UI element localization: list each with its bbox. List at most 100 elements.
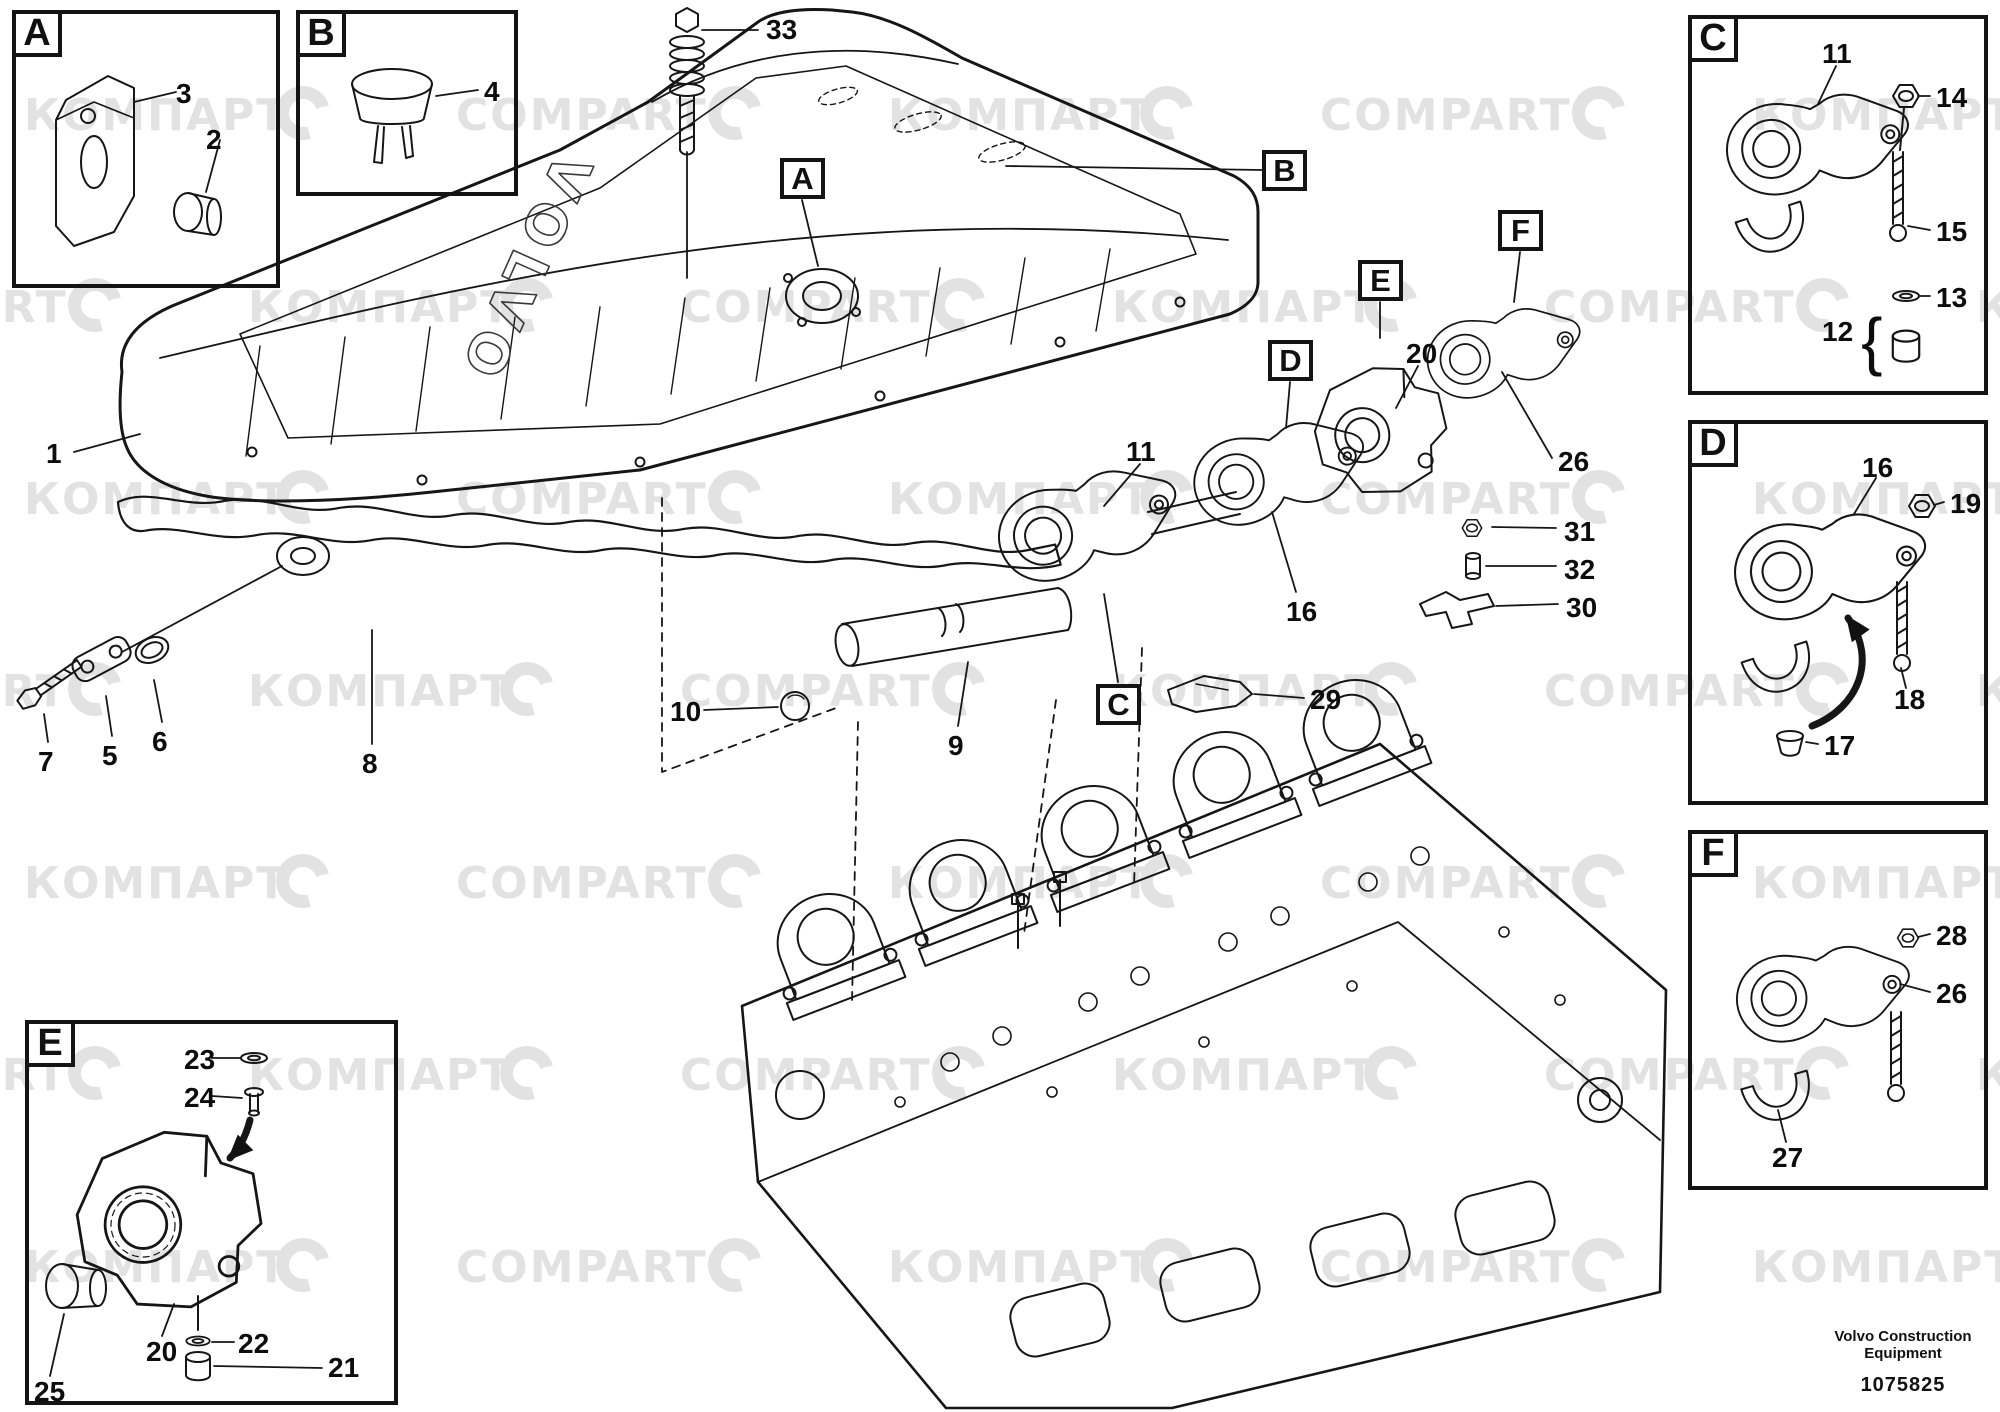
detail-inset-label-F: F (1688, 830, 1738, 877)
part-callout-19: 19 (1950, 488, 1982, 519)
part-callout-16: 16 (1862, 452, 1894, 483)
inset-c-drawing (1720, 84, 1921, 363)
watermark-text: COMPART (456, 90, 708, 141)
detail-inset-F (1688, 830, 1988, 1190)
cylinder-head-drawing (740, 661, 1668, 1410)
watermark-text: COMPART (1544, 1050, 1796, 1101)
part-callout-21: 21 (328, 1352, 360, 1383)
part-callout-30: 30 (1566, 592, 1598, 623)
watermark-text: КОМПАРТ (1976, 666, 2000, 717)
watermark-text: COMPART (1320, 1242, 1572, 1293)
watermark-text: COMPART (680, 1050, 932, 1101)
part-callout-3: 3 (176, 78, 192, 109)
detail-inset-B (296, 10, 518, 196)
part-callout-22: 22 (238, 1328, 270, 1359)
watermark-text: COMPART (1544, 282, 1796, 333)
part-callout-23: 23 (184, 1044, 216, 1075)
watermark-text: COMPART (0, 282, 68, 333)
part-callout-20: 20 (146, 1336, 178, 1367)
detail-inset-label-C: C (1688, 15, 1738, 62)
watermark-text: КОМПАРТ (1112, 666, 1377, 717)
watermark-text: КОМПАРТ (1752, 1242, 2000, 1293)
part-callout-7: 7 (38, 746, 54, 777)
part-callout-16: 16 (1286, 596, 1318, 627)
watermark-text: КОМПАРТ (1976, 1050, 2000, 1101)
detail-inset-label-E: E (25, 1020, 75, 1067)
part-callout-11: 11 (1126, 436, 1156, 467)
inset-a-drawing (55, 75, 222, 247)
part-callout-17: 17 (1824, 730, 1856, 761)
detail-ref-box-B: B (1262, 150, 1307, 191)
watermark-text: КОМПАРТ (1112, 1050, 1377, 1101)
detail-inset-A (12, 10, 280, 288)
watermark-text: КОМПАРТ (1752, 474, 2000, 525)
detail-inset-D (1688, 420, 1988, 805)
part-callout-2: 2 (206, 124, 222, 155)
assembly-dashed-lines (661, 497, 1143, 1003)
part-callout-29: 29 (1310, 684, 1342, 715)
watermark-text: КОМПАРТ (1752, 90, 2000, 141)
watermark-text: COMPART (1544, 666, 1796, 717)
part-callout-18: 18 (1894, 684, 1926, 715)
watermark-text: КОМПАРТ (248, 666, 513, 717)
part-callout-8: 8 (362, 748, 378, 779)
watermark-text: КОМПАРТ (1752, 858, 2000, 909)
inset-e-drawing (45, 1052, 271, 1382)
grouping-brace: { (1861, 305, 1883, 377)
detail-ref-box-E: E (1358, 260, 1403, 301)
cover-fasteners-drawing (16, 636, 170, 710)
part-callout-27: 27 (1772, 1142, 1804, 1173)
watermark-text: КОМПАРТ (888, 858, 1153, 909)
watermark-text: COMPART (456, 858, 708, 909)
inset-b-drawing (351, 68, 433, 164)
part-callout-26: 26 (1936, 978, 1968, 1009)
watermark-text: COMPART (456, 1242, 708, 1293)
part-callout-15: 15 (1936, 216, 1968, 247)
detail-ref-box-A: A (780, 158, 825, 199)
part-callout-12: 12{ (1822, 305, 1883, 377)
part-callout-28: 28 (1936, 920, 1968, 951)
watermark-text: COMPART (1320, 90, 1572, 141)
watermark-text: КОМПАРТ (24, 1242, 289, 1293)
part-callout-5: 5 (102, 740, 118, 771)
brand-line1: Volvo Construction (1834, 1328, 1972, 1345)
part-callout-1: 1 (46, 438, 62, 469)
part-callout-4: 4 (484, 76, 500, 107)
leader-lines (43, 29, 1945, 1377)
valve-cover-drawing: VOLVO (118, 8, 1260, 576)
part-callout-14: 14 (1936, 82, 1968, 113)
part-callout-11: 11 (1822, 38, 1852, 69)
doc-number: 1075825 (1860, 1374, 1946, 1396)
rocker-shaft-drawing (780, 587, 1073, 721)
watermark-text: COMPART (1320, 474, 1572, 525)
detail-ref-box-C: C (1096, 684, 1141, 725)
watermark-text: КОМПАРТ (888, 90, 1153, 141)
insertion-arrow (1808, 614, 1870, 730)
detail-inset-label-B: B (296, 10, 346, 57)
part-callout-13: 13 (1936, 282, 1968, 313)
part-callout-26: 26 (1558, 446, 1590, 477)
watermark-text: КОМПАРТ (888, 1242, 1153, 1293)
part-callout-24: 24 (184, 1082, 216, 1113)
part-callout-6: 6 (152, 726, 168, 757)
rocker-assembly-drawing (987, 297, 1590, 713)
watermark-text: КОМПАРТ (248, 1050, 513, 1101)
part-callout-10: 10 (670, 696, 702, 727)
brand-line2: Equipment (1864, 1345, 1942, 1362)
detail-inset-E (25, 1020, 398, 1405)
watermark-text: КОМПАРТ (24, 858, 289, 909)
detail-inset-C (1688, 15, 1988, 395)
part-callout-33: 33 (766, 14, 798, 45)
part-callout-25: 25 (34, 1376, 66, 1407)
detail-inset-label-D: D (1688, 420, 1738, 467)
watermark-text: КОМПАРТ (1976, 282, 2000, 333)
part-callout-32: 32 (1564, 554, 1596, 585)
part-callout-20: 20 (1406, 338, 1438, 369)
detail-ref-box-D: D (1268, 340, 1313, 381)
inset-d-drawing (1727, 494, 1936, 757)
part-callout-31: 31 (1564, 516, 1596, 547)
detail-ref-box-F: F (1498, 210, 1543, 251)
document-footer: Volvo Construction Equipment 1075825 (1796, 1328, 2000, 1397)
